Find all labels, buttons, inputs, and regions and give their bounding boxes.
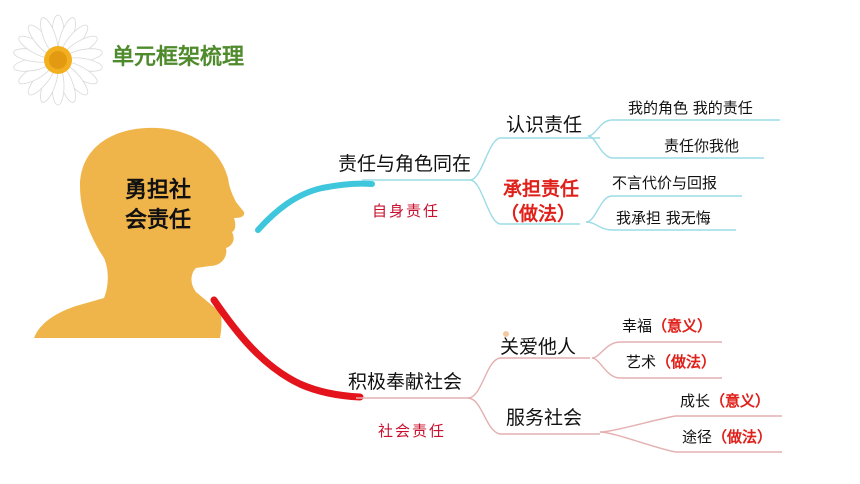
lower-sub1-leaf-2: 艺术（做法） <box>626 355 716 370</box>
daisy-flower-icon <box>13 14 103 106</box>
center-topic-line1: 勇担社 <box>124 178 191 203</box>
upper-connectors <box>362 119 780 231</box>
lower-sub1-leaf-2-text: 艺术 <box>626 353 657 371</box>
lower-connectors <box>356 341 782 453</box>
lower-branch-tag: 社会责任 <box>378 422 447 440</box>
center-topic-line2: 会责任 <box>124 208 191 233</box>
upper-sub2-leaf-1: 不言代价与回报 <box>612 174 718 192</box>
lower-sub1-leaf-1-text: 幸福 <box>622 317 653 335</box>
upper-sub1-label: 认识责任 <box>506 114 583 136</box>
upper-sub1-leaf-1: 我的角色 我的责任 <box>628 99 753 117</box>
lower-sub2-label: 服务社会 <box>506 407 583 429</box>
lower-sub1-label: 关爱他人 <box>500 336 577 358</box>
lower-sub1-leaf-1-note: （意义） <box>652 317 713 335</box>
center-topic: 勇担社 会责任 <box>118 176 198 236</box>
upper-sub2-leaf-2: 我承担 我无悔 <box>616 209 711 227</box>
lower-sub2-leaf-1: 成长（意义） <box>680 394 770 409</box>
lower-branch-label: 积极奉献社会 <box>348 371 463 393</box>
lower-sub2-leaf-2: 途径（做法） <box>682 430 772 445</box>
upper-branch-label: 责任与角色同在 <box>338 153 472 175</box>
lower-sub1-leaf-2-note: （做法） <box>656 353 717 371</box>
lower-sub1-leaf-1: 幸福（意义） <box>622 319 712 334</box>
lower-branch <box>210 296 364 401</box>
upper-branch <box>255 180 375 233</box>
lower-sub2-leaf-1-note: （意义） <box>710 392 771 410</box>
lower-sub2-leaf-2-note: （做法） <box>712 428 773 446</box>
lower-sub2-leaf-2-text: 途径 <box>682 428 713 446</box>
page-title: 单元框架梳理 <box>112 45 245 70</box>
lower-sub2-leaf-1-text: 成长 <box>680 392 711 410</box>
upper-sub2-label-line2: （做法） <box>500 203 577 225</box>
orange-dot <box>503 331 509 337</box>
upper-sub1-leaf-2: 责任你我他 <box>664 137 740 155</box>
upper-branch-tag: 自身责任 <box>372 202 441 220</box>
head-silhouette <box>34 127 245 339</box>
upper-sub2-label-line1: 承担责任 <box>503 178 580 200</box>
